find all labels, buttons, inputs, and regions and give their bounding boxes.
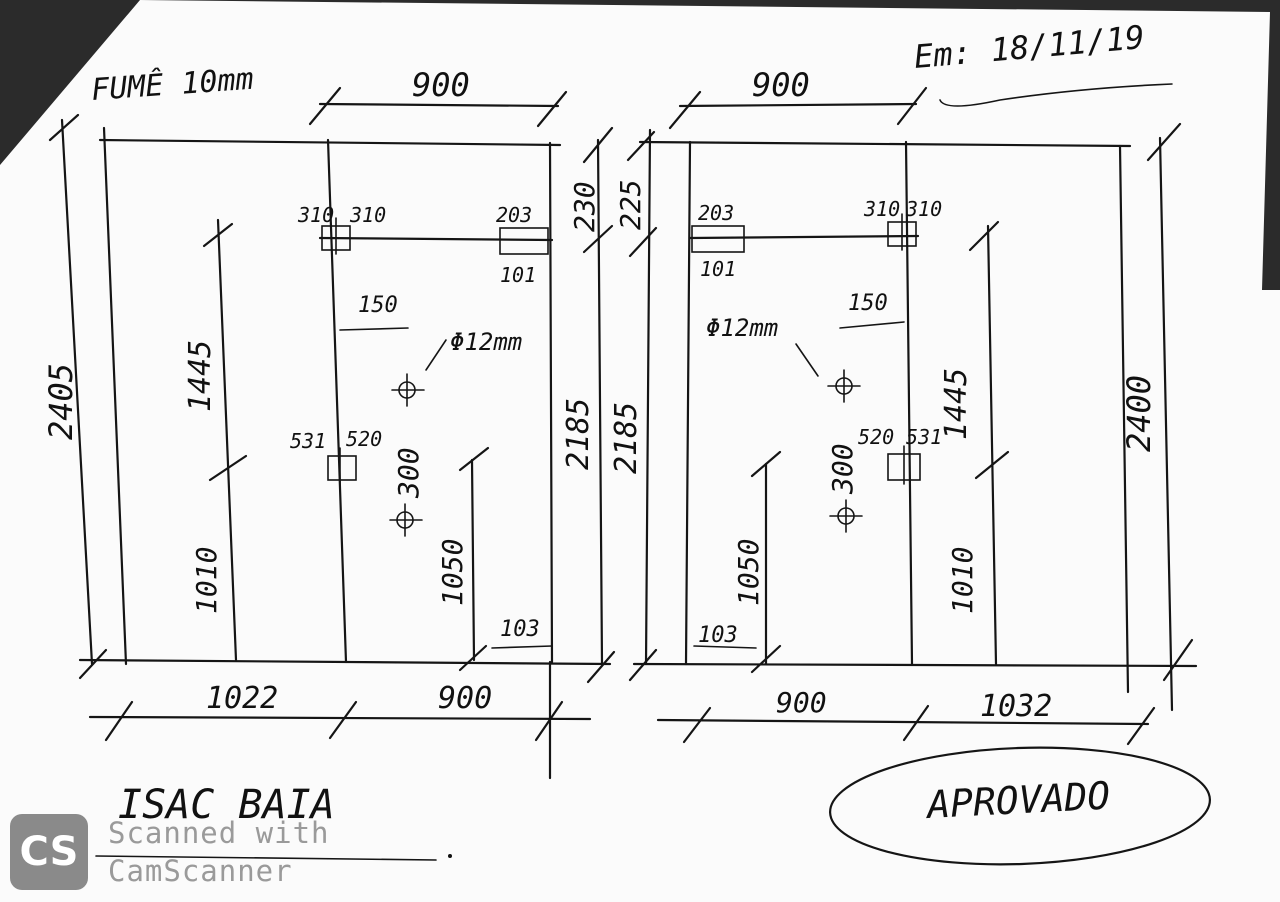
right-panel-divider bbox=[904, 140, 914, 666]
right-ticks bbox=[626, 86, 1194, 746]
approval-stamp-oval bbox=[829, 746, 1211, 866]
right-panel: 900 225 2185 2400 203 101 310 310 520 53… bbox=[609, 66, 1198, 746]
right-panel-bottom-edge bbox=[632, 662, 1198, 668]
left-panel-divider bbox=[326, 138, 348, 664]
left-ticks bbox=[48, 86, 616, 742]
right-cut-height-label: 101 bbox=[700, 257, 736, 281]
left-hinge-top-b: 310 bbox=[349, 203, 386, 227]
right-cutout-top bbox=[691, 225, 745, 253]
left-top-dim-label: 900 bbox=[412, 66, 470, 104]
right-bottom-dim-line bbox=[656, 718, 1150, 726]
left-hinge-bar bbox=[318, 236, 554, 242]
right-panel-left-edge bbox=[684, 140, 692, 666]
right-hole-label: Φ12mm bbox=[706, 314, 778, 342]
right-hinge-mid-b: 531 bbox=[906, 425, 942, 449]
left-panel-left-edge bbox=[102, 126, 128, 666]
right-handle-dim bbox=[986, 224, 998, 666]
left-handle-dim-2 bbox=[470, 458, 476, 662]
left-hinge-mid-a: 531 bbox=[290, 429, 326, 453]
signature-left: ISAC BAIA bbox=[118, 782, 335, 828]
date-underline bbox=[939, 83, 1173, 107]
left-cutout-top bbox=[499, 227, 549, 255]
right-offset-150-label: 150 bbox=[848, 291, 888, 316]
right-lower-height-label: 1010 bbox=[946, 547, 979, 614]
left-hole-label: Φ12mm bbox=[450, 328, 522, 356]
left-handle-dim bbox=[216, 218, 238, 662]
left-right-dim-line bbox=[596, 138, 604, 666]
left-top-dim-line bbox=[318, 102, 560, 108]
right-handle-bottom-label: 103 bbox=[698, 623, 738, 648]
left-hole-upper bbox=[391, 373, 425, 407]
left-bottom-dim-line bbox=[88, 715, 592, 721]
left-panel: 900 2405 2185 230 310 310 531 520 203 10… bbox=[42, 66, 616, 780]
right-top-dim-label: 900 bbox=[752, 66, 810, 104]
right-top-offset-label: 225 bbox=[614, 179, 647, 230]
left-panel-top-edge bbox=[98, 138, 562, 147]
left-upper-height-label: 1445 bbox=[183, 340, 218, 412]
right-bottom-left-label: 900 bbox=[776, 686, 827, 719]
watermark-line-1: Scanned with bbox=[108, 816, 330, 850]
left-hole-lower bbox=[389, 503, 423, 537]
right-top-dim-line bbox=[678, 102, 918, 108]
right-hinge-mid-a: 520 bbox=[858, 425, 894, 449]
left-hole-spacing-label: 300 bbox=[392, 447, 425, 499]
left-handle-height-label: 1050 bbox=[436, 539, 469, 606]
right-outer-dim-line bbox=[1158, 136, 1174, 712]
camscanner-watermark: CS Scanned with CamScanner bbox=[10, 812, 340, 892]
right-left-dim-line bbox=[644, 128, 652, 666]
right-panel-right-edge bbox=[1118, 144, 1130, 694]
left-overall-height-label: 2405 bbox=[42, 363, 80, 440]
right-bottom-right-label: 1032 bbox=[980, 689, 1052, 724]
left-cut-width-label: 203 bbox=[496, 203, 532, 227]
watermark-line-2: CamScanner bbox=[108, 854, 293, 888]
camscanner-logo-icon: CS bbox=[10, 814, 88, 890]
left-top-offset-label: 230 bbox=[568, 181, 601, 232]
right-hole-upper bbox=[827, 369, 861, 403]
left-right-height-label: 2185 bbox=[561, 398, 596, 470]
left-outer-dim-line bbox=[60, 118, 94, 666]
right-hinge-top-a: 310 bbox=[863, 197, 900, 221]
right-hinge-bar bbox=[688, 234, 920, 240]
left-bottom-left-label: 1022 bbox=[206, 681, 278, 716]
right-cut-width-label: 203 bbox=[698, 201, 734, 225]
left-hinge-mid bbox=[327, 455, 357, 481]
approval-stamp-text: APROVADO bbox=[924, 773, 1111, 827]
left-lower-height-label: 1010 bbox=[190, 547, 223, 614]
right-panel-top-edge bbox=[638, 140, 1132, 148]
right-hinge-top-b: 310 bbox=[905, 197, 942, 221]
right-left-height-label: 2185 bbox=[609, 402, 644, 474]
left-handle-bottom-label: 103 bbox=[500, 617, 540, 642]
right-handle-height-label: 1050 bbox=[732, 539, 765, 606]
right-upper-height-label: 1445 bbox=[939, 368, 974, 440]
left-hinge-top-a: 310 bbox=[297, 203, 334, 227]
right-overall-height-label: 2400 bbox=[1120, 375, 1158, 452]
left-hinge-mid-b: 520 bbox=[346, 427, 382, 451]
left-offset-150-label: 150 bbox=[358, 293, 398, 318]
left-bottom-right-label: 900 bbox=[438, 681, 492, 716]
left-cut-height-label: 101 bbox=[500, 263, 536, 287]
right-hole-lower bbox=[829, 499, 863, 533]
right-hole-spacing-label: 300 bbox=[826, 443, 859, 495]
signature-underline bbox=[95, 855, 437, 861]
left-panel-right-edge bbox=[548, 141, 554, 664]
